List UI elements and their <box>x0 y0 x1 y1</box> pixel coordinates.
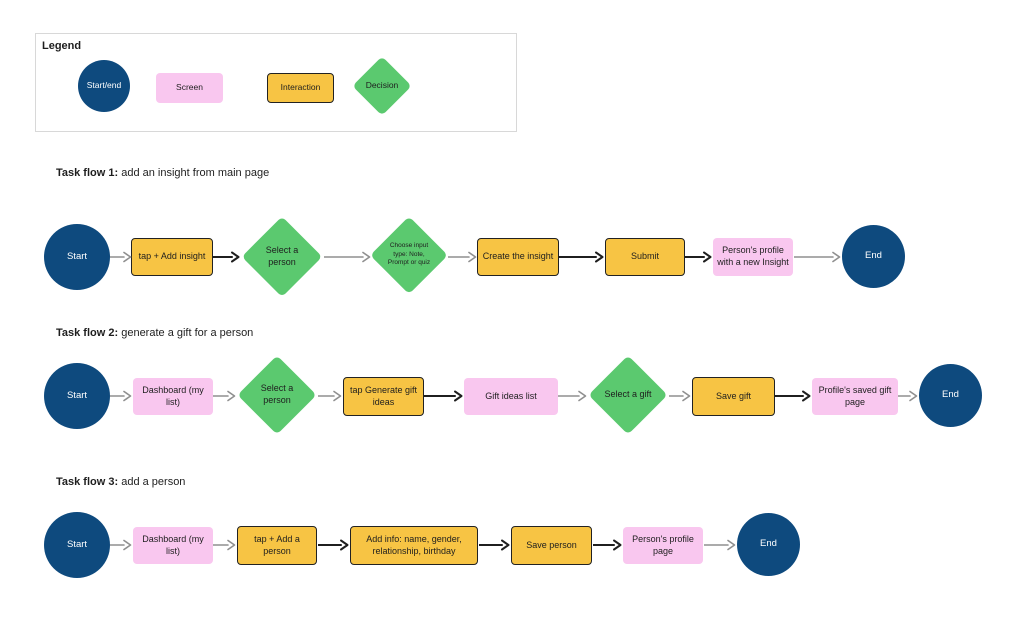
legend-screen-shape: Screen <box>156 73 223 103</box>
flow1-create-insight-node: Create the insight <box>477 238 559 276</box>
flow2-gift-ideas-list-node: Gift ideas list <box>464 378 558 415</box>
arrow <box>318 539 349 551</box>
node-label: Profile's saved gift page <box>818 384 892 407</box>
node-label: End <box>942 389 959 401</box>
node-label: tap Generate gift ideas <box>349 384 418 407</box>
flow2-heading-rest: generate a gift for a person <box>118 327 254 339</box>
flow2-dashboard-node: Dashboard (my list) <box>133 378 213 415</box>
arrow <box>324 251 371 263</box>
flow1-tap-add-insight-node: tap + Add insight <box>131 238 213 276</box>
arrow <box>213 390 236 402</box>
arrow <box>318 390 342 402</box>
flow3-person-profile-page-node: Person's profile page <box>623 527 703 564</box>
flow2-heading-bold: Task flow 2: <box>56 327 119 339</box>
legend-decision-label: Decision <box>365 80 399 91</box>
arrow <box>775 390 811 402</box>
legend-start-end-shape: Start/end <box>78 60 130 112</box>
arrow <box>669 390 691 402</box>
flow3-dashboard-node: Dashboard (my list) <box>133 527 213 564</box>
flow2-select-gift-node: Select a gift <box>588 355 668 435</box>
flow2-start-node: Start <box>44 363 110 429</box>
arrow <box>448 251 477 263</box>
node-label: Save gift <box>715 390 752 401</box>
arrow <box>479 539 510 551</box>
flow1-end-node: End <box>842 225 905 288</box>
node-label: End <box>760 538 777 550</box>
arrow <box>685 251 712 263</box>
flow2-tap-generate-gift-node: tap Generate gift ideas <box>343 377 424 416</box>
legend-screen-label: Screen <box>176 82 203 93</box>
node-label: Gift ideas list <box>485 390 537 401</box>
arrow <box>558 251 604 263</box>
arrow <box>898 390 918 402</box>
flow3-end-node: End <box>737 513 800 576</box>
flow3-add-info-node: Add info: name, gender, relationship, bi… <box>350 526 478 565</box>
node-label: Start <box>66 389 88 401</box>
flow2-save-gift-node: Save gift <box>692 377 775 416</box>
flow1-heading-bold: Task flow 1: <box>56 167 119 179</box>
flow2-profile-saved-gift-node: Profile's saved gift page <box>812 378 898 415</box>
node-label: Create the insight <box>482 251 554 262</box>
flow3-heading: Task flow 3: add a person <box>56 476 185 488</box>
flow1-select-person-node: Select a person <box>241 216 323 298</box>
legend-title: Legend <box>42 40 82 52</box>
arrow <box>110 390 132 402</box>
arrow <box>213 539 236 551</box>
flow1-submit-node: Submit <box>605 238 685 276</box>
arrow <box>424 390 463 402</box>
node-label: Select a person <box>265 245 299 267</box>
node-label: Person's profile page <box>632 533 694 556</box>
legend-interaction-shape: Interaction <box>267 73 334 103</box>
node-label: Dashboard (my list) <box>142 533 204 556</box>
node-label: End <box>865 250 882 262</box>
flow3-tap-add-person-node: tap + Add a person <box>237 526 317 565</box>
node-label: Dashboard (my list) <box>142 384 204 407</box>
arrow <box>593 539 622 551</box>
flow2-select-person-node: Select a person <box>237 355 317 435</box>
flow1-profile-new-insight-node: Person's profile with a new Insight <box>713 238 793 276</box>
flow3-heading-rest: add a person <box>118 476 186 488</box>
node-label: tap + Add a person <box>254 533 300 556</box>
node-label: tap + Add insight <box>138 251 206 262</box>
legend-decision-shape: Decision <box>352 56 412 116</box>
node-label: Submit <box>630 251 659 262</box>
arrow <box>110 251 132 263</box>
arrow <box>212 251 240 263</box>
flow1-choose-input-node: Choose input type: Note, Prompt or quiz <box>370 216 448 294</box>
node-label: Start <box>66 250 88 262</box>
node-label: Person's profile with a new Insight <box>717 245 789 267</box>
legend-interaction-label: Interaction <box>280 82 321 93</box>
flow2-end-node: End <box>919 364 982 427</box>
flow3-start-node: Start <box>44 512 110 578</box>
arrow <box>704 539 736 551</box>
flow1-heading: Task flow 1: add an insight from main pa… <box>56 167 269 179</box>
flow1-heading-rest: add an insight from main page <box>118 167 270 179</box>
node-label: Start <box>66 538 88 550</box>
node-label: Add info: name, gender, relationship, bi… <box>366 533 462 556</box>
node-label: Choose input type: Note, Prompt or quiz <box>387 242 431 267</box>
legend-start-end-label: Start/end <box>86 80 122 91</box>
node-label: Save person <box>526 539 577 550</box>
arrow <box>110 539 132 551</box>
node-label: Select a gift <box>604 389 652 400</box>
arrow <box>794 251 841 263</box>
flow2-heading: Task flow 2: generate a gift for a perso… <box>56 327 253 339</box>
flow3-save-person-node: Save person <box>511 526 592 565</box>
node-label: Select a person <box>260 383 294 405</box>
flow1-start-node: Start <box>44 224 110 290</box>
arrow <box>558 390 587 402</box>
flow3-heading-bold: Task flow 3: <box>56 476 119 488</box>
